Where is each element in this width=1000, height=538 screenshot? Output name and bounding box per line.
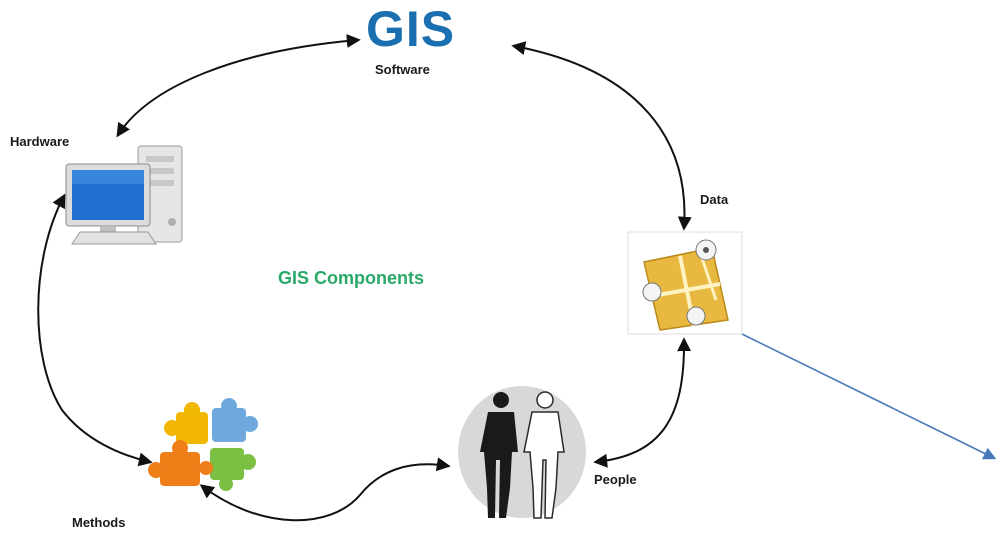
data-label: Data bbox=[700, 192, 729, 207]
methods-label: Methods bbox=[72, 515, 126, 530]
arrow-software-data bbox=[511, 41, 692, 231]
arrow-methods-people bbox=[199, 457, 451, 522]
software-label: Software bbox=[375, 62, 430, 77]
gis-logo: GIS bbox=[366, 1, 456, 57]
callout-arrow bbox=[741, 333, 997, 460]
arrow-software-hardware bbox=[116, 33, 361, 138]
arrow-hardware-methods bbox=[37, 193, 153, 467]
hardware-label: Hardware bbox=[10, 134, 70, 149]
people-label: People bbox=[594, 472, 637, 487]
arrow-people-data bbox=[593, 337, 692, 468]
diagram-title: GIS Components bbox=[278, 268, 425, 288]
